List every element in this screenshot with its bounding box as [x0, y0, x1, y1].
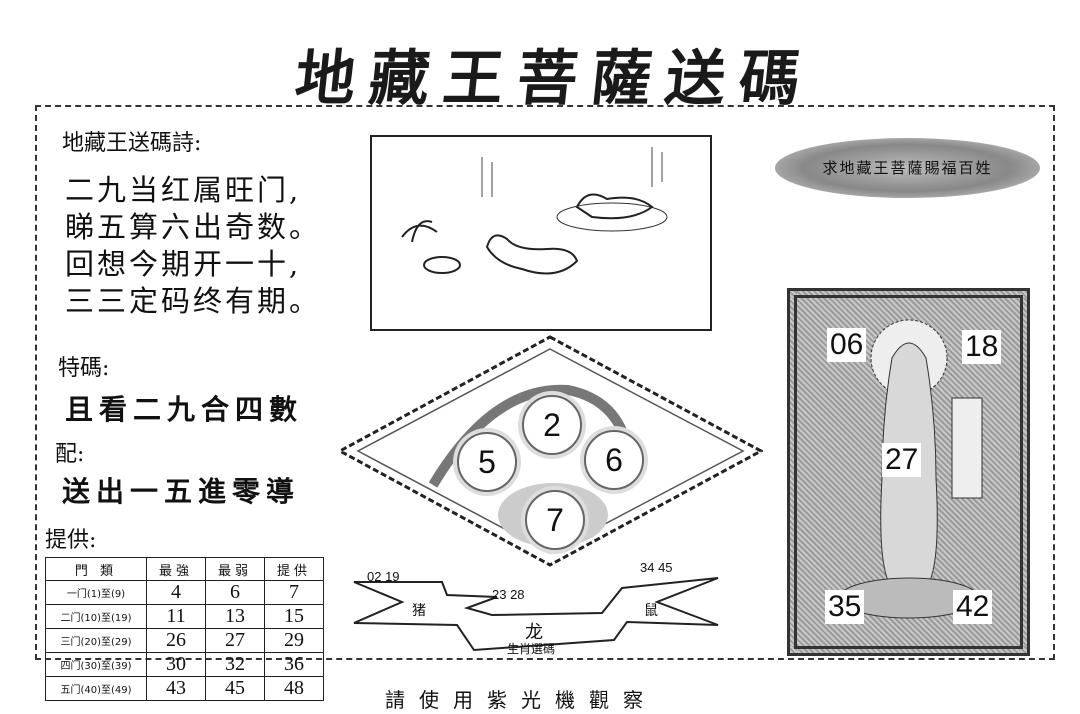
right-animal: 鼠 [644, 603, 658, 619]
bodhisattva-figure [838, 319, 983, 619]
cell: 30 [146, 652, 206, 677]
blessing-banner: 求地藏王菩薩賜福百姓 [775, 138, 1040, 198]
diamond-panel: 2 5 6 7 [338, 335, 763, 567]
row-label: 二门(10)至(19) [45, 604, 147, 629]
poem-line: 回想今期开一十, [65, 247, 302, 281]
card-number: 35 [825, 590, 865, 624]
match-text: 送出一五進零導 [62, 475, 301, 508]
number-ball: 6 [584, 430, 644, 490]
cell: 26 [146, 628, 206, 653]
center-animal: 龙 [525, 622, 543, 643]
cell: 15 [264, 604, 324, 629]
cell: 36 [264, 652, 324, 677]
column-header: 提供 [264, 557, 324, 581]
special-label: 特碼: [58, 356, 110, 381]
bodhisattva-card: 06 18 27 35 42 [787, 288, 1030, 656]
cell: 6 [205, 580, 265, 605]
provider-label: 提供: [45, 528, 97, 553]
dashed-frame [35, 105, 1055, 660]
poem-line: 睇五算六出奇数。 [65, 210, 322, 244]
zodiac-ribbon: 02 19 猪 23 28 34 45 鼠 龙 生肖選碼 [352, 560, 722, 660]
right-numbers: 34 45 [640, 560, 673, 575]
row-label: 一门(1)至(9) [45, 580, 147, 605]
page-title: 地藏王菩薩送碼 [291, 44, 818, 114]
poem-line: 二九当红属旺门, [65, 173, 302, 207]
left-numbers: 02 19 [367, 569, 400, 584]
match-label: 配: [55, 442, 85, 467]
cell: 27 [205, 628, 265, 653]
cell: 45 [205, 676, 265, 701]
table-header-row: 門 類 最強 最弱 提供 [45, 557, 324, 581]
ribbon-caption: 生肖選碼 [507, 642, 556, 656]
left-animal: 猪 [412, 603, 426, 619]
column-header: 最弱 [205, 557, 265, 581]
footer-note: 請使用紫光機觀察 [385, 688, 657, 712]
card-number: 27 [882, 443, 922, 477]
poem-line: 三三定码终有期。 [65, 284, 322, 318]
cell: 29 [264, 628, 324, 653]
number-ball: 5 [457, 432, 517, 492]
card-number: 42 [953, 590, 993, 624]
poem: 二九当红属旺门, 睇五算六出奇数。 回想今期开一十, 三三定码终有期。 [65, 172, 321, 320]
cell: 13 [205, 604, 265, 629]
ducks-illustration [370, 135, 712, 331]
number-ball: 7 [525, 490, 585, 550]
column-header: 最強 [146, 557, 206, 581]
ribbon-shape [353, 577, 719, 652]
number-ball: 2 [522, 395, 582, 455]
cell: 11 [146, 604, 206, 629]
ducks-drawing [401, 147, 668, 275]
special-text: 且看二九合四數 [65, 393, 304, 426]
cell: 48 [264, 676, 324, 701]
cell: 32 [205, 652, 265, 677]
center-numbers: 23 28 [492, 587, 525, 602]
row-label: 五门(40)至(49) [45, 676, 147, 701]
cell: 4 [146, 580, 206, 605]
row-label: 三门(20)至(29) [45, 628, 147, 653]
cell: 43 [146, 676, 206, 701]
column-header: 門 類 [45, 557, 147, 581]
cell: 7 [264, 580, 324, 605]
card-number: 18 [962, 330, 1002, 364]
card-number: 06 [827, 328, 867, 362]
row-label: 四门(30)至(39) [45, 652, 147, 677]
poem-heading: 地藏王送碼詩: [62, 131, 202, 156]
